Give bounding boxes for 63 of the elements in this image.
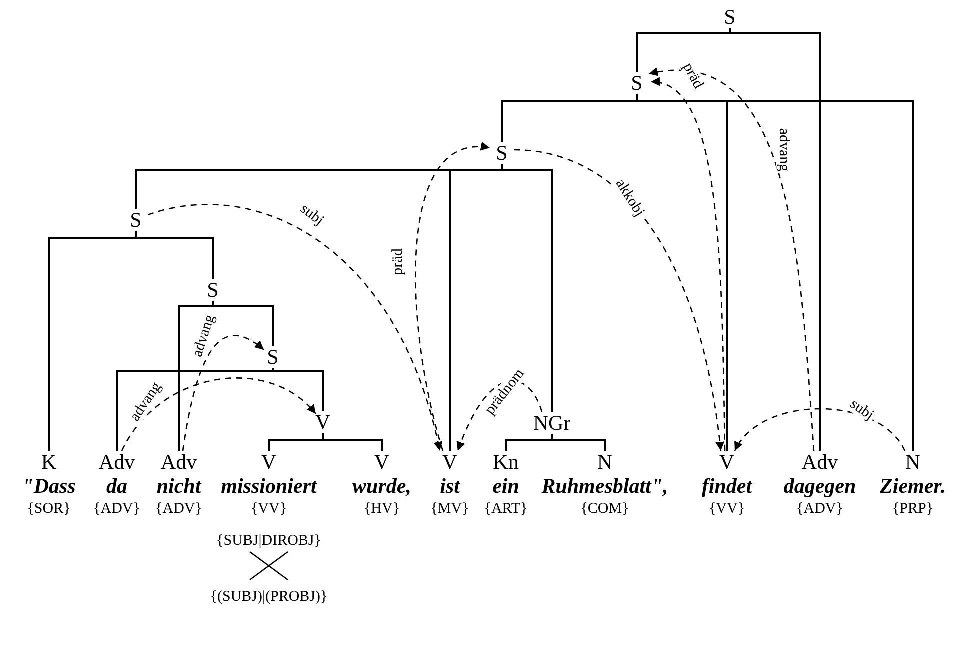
category-label: V xyxy=(719,451,735,473)
category-label: S xyxy=(207,279,219,301)
tree-branch xyxy=(501,164,553,412)
tag-text: {VV} xyxy=(708,500,746,519)
category-label: Adv xyxy=(802,451,838,473)
category-label: N xyxy=(905,451,921,473)
word-text: dagegen xyxy=(784,473,856,499)
tree-branch xyxy=(116,368,274,451)
category-label: S xyxy=(267,346,279,368)
word-text: wurde, xyxy=(352,473,412,499)
tree-branch xyxy=(212,301,274,346)
word-text: nicht xyxy=(156,473,202,499)
category-label: S xyxy=(631,72,643,94)
tag-text: {ADV} xyxy=(156,500,202,519)
dependency-arrow xyxy=(121,378,316,452)
category-label: V xyxy=(442,451,458,473)
tag-text: {SOR} xyxy=(27,500,71,519)
tag-text: {VV} xyxy=(250,500,288,519)
dependency-arrow xyxy=(734,408,906,452)
tree-branch xyxy=(272,368,324,411)
category-label: Kn xyxy=(493,451,519,473)
category-label: V xyxy=(315,411,331,433)
tree-branch xyxy=(322,433,383,451)
category-label: S xyxy=(496,142,508,164)
tree-branch xyxy=(729,28,821,451)
tree-branch xyxy=(636,94,914,451)
edge-label: präd xyxy=(390,246,406,278)
category-label: Adv xyxy=(160,451,198,473)
dependency-arrow xyxy=(514,149,724,452)
tree-branch xyxy=(135,231,214,279)
category-label: V xyxy=(261,451,277,473)
feature-label: {(SUBJ)|(PROBJ)} xyxy=(210,588,328,606)
tag-text: {MV} xyxy=(430,500,470,519)
category-label: Adv xyxy=(98,451,136,473)
word-text: ein xyxy=(492,473,520,499)
word-text: Ruhmesblatt", xyxy=(542,473,668,499)
tag-text: {COM} xyxy=(580,500,630,519)
word-text: "Dass xyxy=(22,473,76,499)
dependency-arrow xyxy=(457,380,543,452)
edge-label: advang xyxy=(776,126,792,174)
tag-text: {ADV} xyxy=(796,500,844,519)
word-text: missioniert xyxy=(221,473,317,499)
category-label: N xyxy=(597,451,613,473)
category-label: S xyxy=(130,209,142,231)
category-label: K xyxy=(41,451,57,473)
dependency-arrow xyxy=(148,204,442,452)
dependency-arrow xyxy=(415,143,490,452)
category-label: V xyxy=(374,451,390,473)
word-text: Ziemer. xyxy=(880,473,946,499)
word-text: ist xyxy=(440,473,460,499)
tag-text: {HV} xyxy=(364,500,400,519)
tree-branch xyxy=(551,434,606,451)
category-label: S xyxy=(724,6,736,28)
tag-text: {PRP} xyxy=(892,500,934,519)
word-text: da xyxy=(106,473,128,499)
tag-text: {ART} xyxy=(484,500,528,519)
tag-text: {ADV} xyxy=(94,500,140,519)
category-label: NGr xyxy=(533,412,571,434)
word-text: findet xyxy=(702,473,752,499)
feature-label: {SUBJ|DIROBJ} xyxy=(216,532,322,550)
dependency-arrow xyxy=(650,79,726,452)
dependency-arrow xyxy=(648,68,815,452)
dependency-arrow xyxy=(182,335,264,452)
